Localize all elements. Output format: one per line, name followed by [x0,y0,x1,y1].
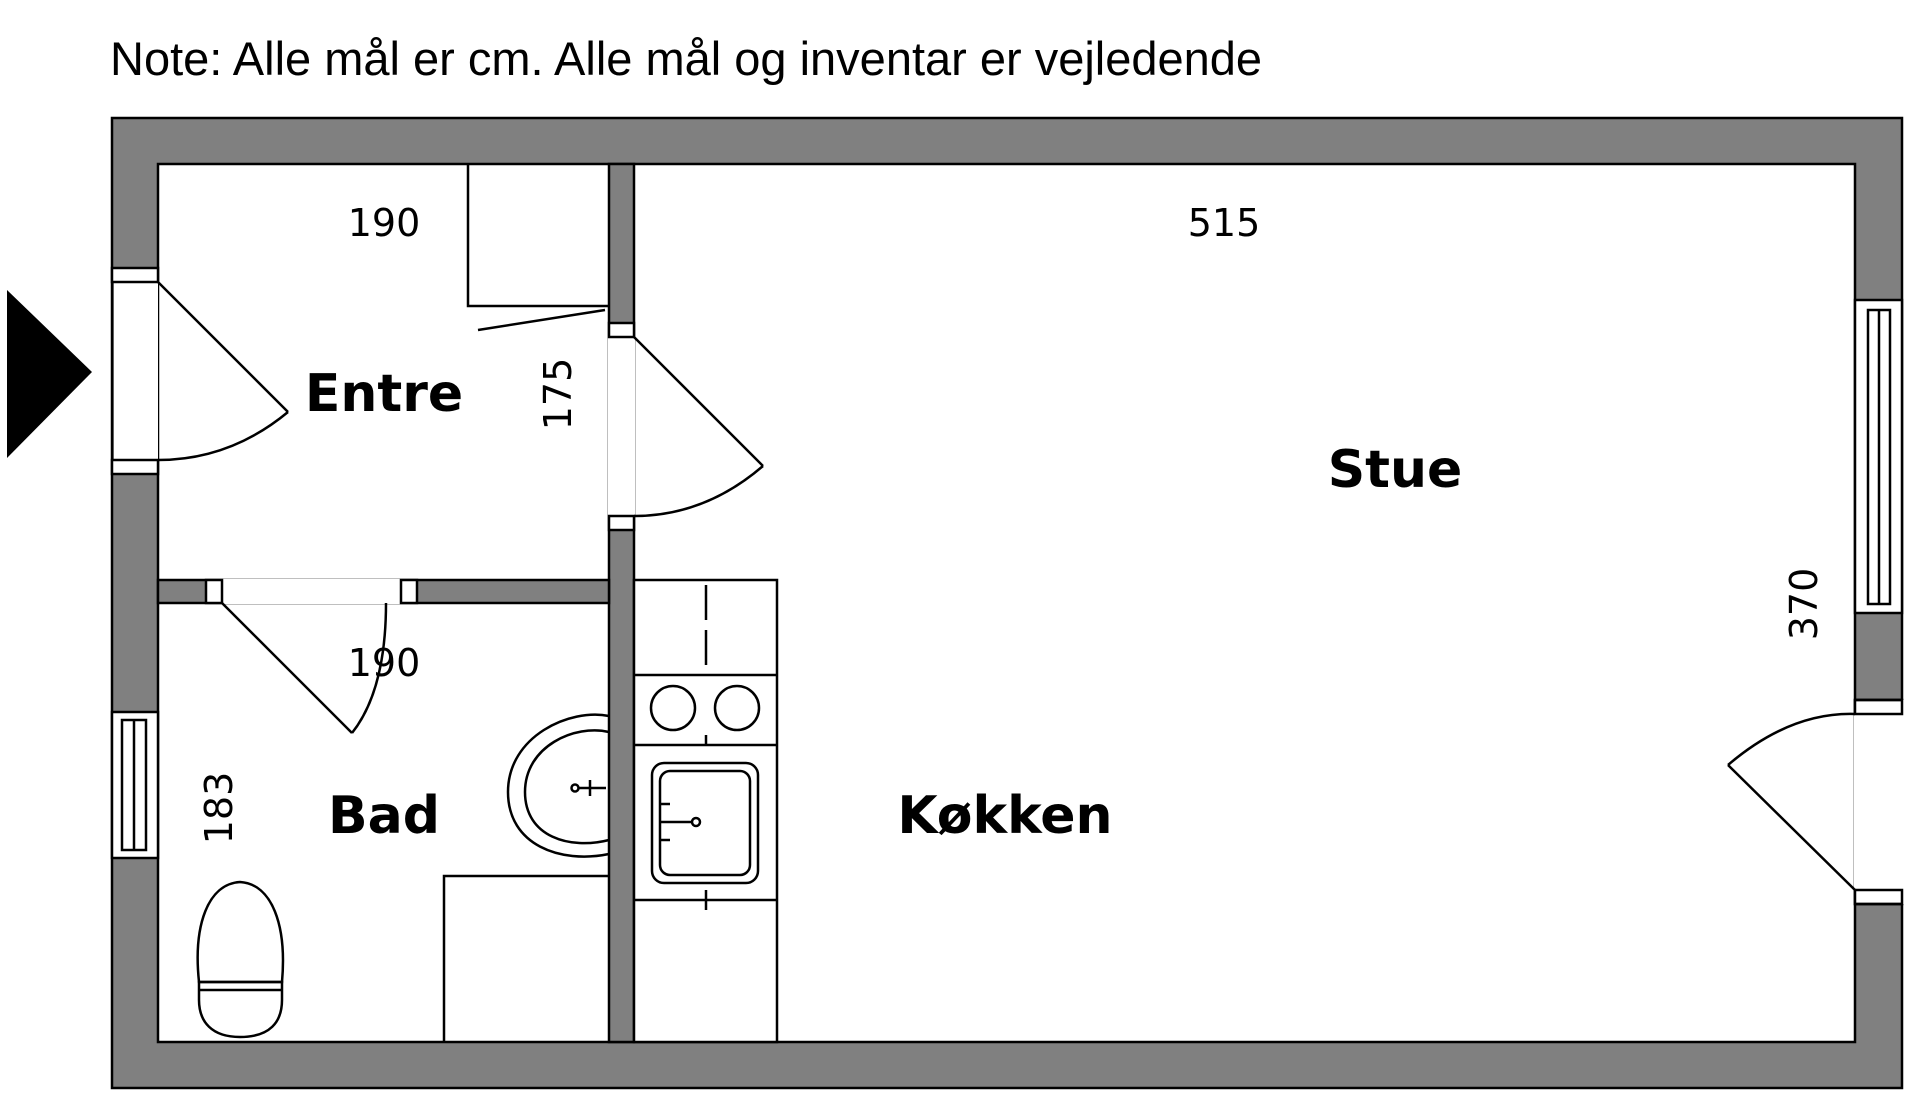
interior-wall-vertical [607,162,636,1044]
dimension-stue-width: 515 [1188,201,1261,245]
room-label-bad: Bad [328,786,440,846]
room-label-entre: Entre [305,364,463,424]
shower-area [442,874,609,1042]
stove-burner-icon [649,684,761,732]
kitchen-sink-icon [650,761,760,885]
toilet-icon [196,880,285,1039]
wardrobe [466,164,609,332]
bad-window-icon [110,710,160,860]
bad-door-opening [214,579,409,604]
dimension-bad-width: 190 [348,641,421,685]
balcony-door-swing-icon [1727,712,1856,891]
bathroom-sink-icon [506,713,610,858]
plan-note: Note: Alle mål er cm. Alle mål og invent… [110,32,1262,85]
room-label-kokken: Køkken [897,786,1112,846]
stue-door-swing-icon [633,336,764,518]
balcony-door-opening [1854,700,1904,904]
entrance-door-opening [114,268,158,474]
dimension-entre-width: 190 [348,201,421,245]
bad-door-swing-icon [221,602,388,734]
dimension-entre-height: 175 [536,358,580,431]
stue-window-icon [1853,298,1904,615]
stue-door-opening [608,323,635,519]
dimension-stue-height: 370 [1782,568,1826,641]
kitchen-counter [632,578,779,1044]
entrance-arrow-icon [7,290,92,458]
room-label-stue: Stue [1328,440,1463,500]
dimension-bad-height: 183 [197,772,241,845]
entrance-door-swing-icon [157,281,289,462]
